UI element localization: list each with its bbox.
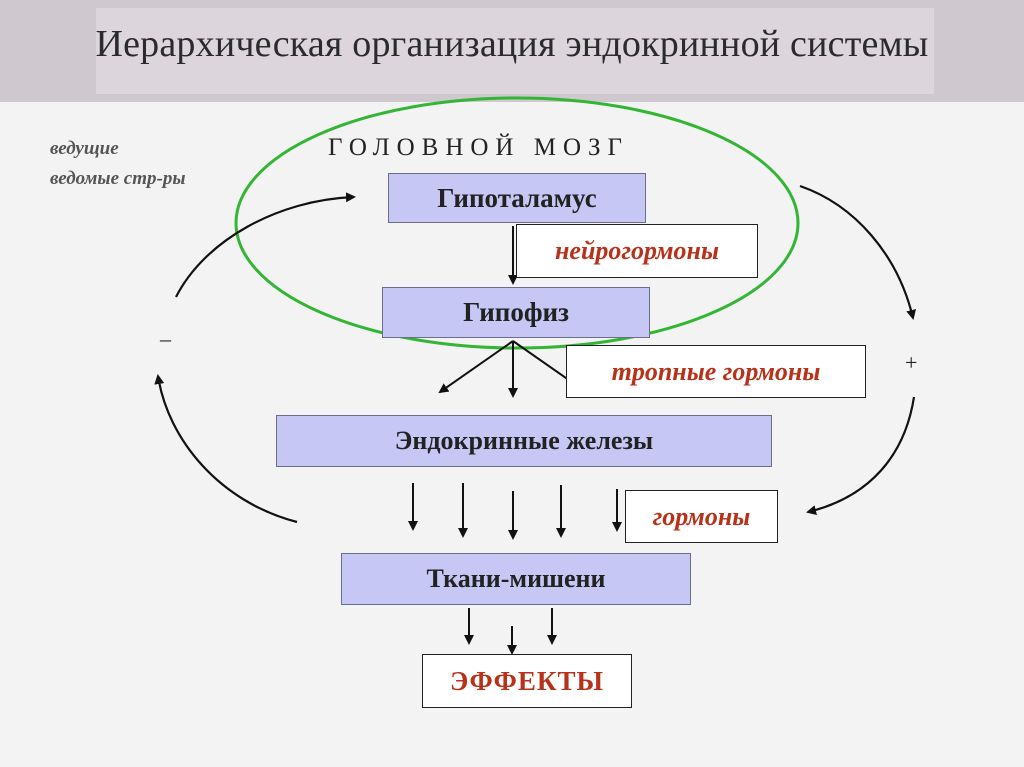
endocrine-glands-box: Эндокринные железы	[276, 415, 772, 467]
forward-right-lower-arc	[806, 396, 916, 515]
feedback-left-upper-arc	[175, 192, 356, 298]
tropic-hormones-label: тропные гормоны	[566, 345, 866, 398]
forward-right-upper-arc	[799, 184, 917, 320]
legend-leading: ведущие	[50, 138, 119, 159]
feedback-left-lower-arc	[154, 374, 298, 524]
hormones-label: гормоны	[625, 490, 778, 543]
target-tissues-box: Ткани-мишени	[341, 553, 691, 605]
title-bar	[0, 0, 1024, 102]
arrow-pituitary-left	[438, 340, 514, 394]
minus-sign: –	[160, 326, 171, 351]
effects-box: ЭФФЕКТЫ	[422, 654, 632, 708]
page-title: Иерархическая организация эндокринной си…	[95, 23, 929, 65]
brain-label: ГОЛОВНОЙ МОЗГ	[328, 134, 629, 161]
brain-ellipse	[234, 96, 800, 350]
hypothalamus-box: Гипоталамус	[388, 173, 646, 223]
pituitary-box: Гипофиз	[382, 287, 650, 338]
title-bar-panel	[96, 8, 934, 94]
legend-driven: ведомые стр-ры	[50, 168, 186, 189]
plus-sign: +	[905, 350, 918, 375]
neurohormones-label: нейрогормоны	[516, 224, 758, 278]
